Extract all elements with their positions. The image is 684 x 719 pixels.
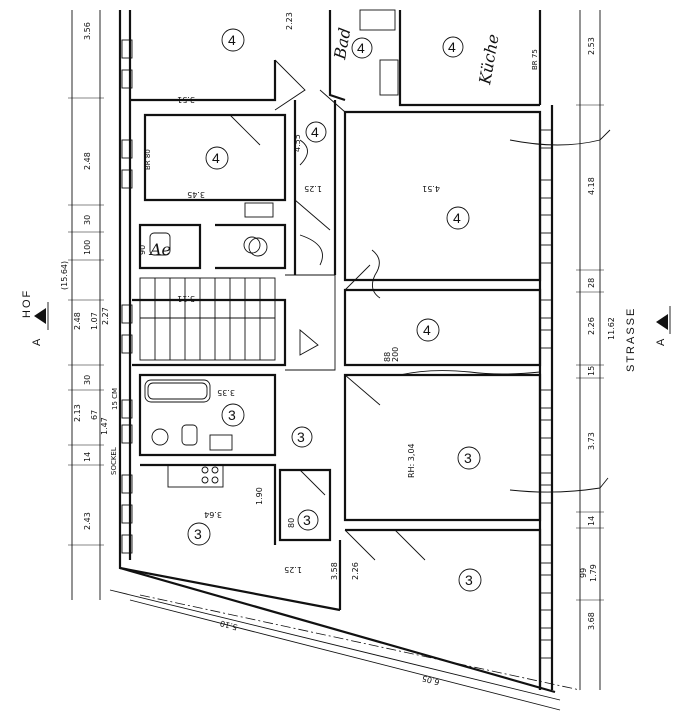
- svg-text:4.51: 4.51: [422, 184, 440, 193]
- svg-text:200: 200: [391, 347, 400, 362]
- svg-text:1.79: 1.79: [589, 564, 598, 582]
- bottom-dimensions: 5.10 6.05: [219, 618, 441, 686]
- room-number: 3: [303, 512, 311, 528]
- room-number: 4: [453, 210, 461, 226]
- section-marker-left: [34, 302, 49, 330]
- room-number-markers: [187, 28, 482, 592]
- svg-text:3.35: 3.35: [217, 388, 235, 397]
- svg-text:3.68: 3.68: [587, 612, 596, 630]
- room-number: 4: [448, 39, 456, 55]
- door-swings: [229, 59, 426, 561]
- svg-text:100: 100: [83, 240, 92, 255]
- svg-text:5.10: 5.10: [219, 618, 239, 631]
- svg-text:1.90: 1.90: [255, 487, 264, 505]
- left-dimensions: 3.56 2.48 (15.64) 30 100 2.48 1.07 2.27 …: [60, 22, 119, 530]
- svg-text:(15.64): (15.64): [60, 261, 69, 290]
- sockel-label: SOCKEL: [110, 447, 118, 475]
- svg-text:15: 15: [587, 366, 596, 376]
- handwritten-note-ae: Ae: [148, 240, 171, 259]
- svg-text:30: 30: [83, 375, 92, 385]
- inner-dimensions: 3.51 2.23 4.55 1.25 3.45 4.51 5.11 3.35 …: [138, 12, 539, 580]
- section-marker-right: [656, 306, 671, 334]
- svg-text:BR 75: BR 75: [531, 49, 539, 70]
- svg-text:14: 14: [587, 516, 596, 526]
- room-height-label: RH: 3,04: [407, 443, 416, 478]
- section-label-left: A: [31, 337, 43, 346]
- svg-text:3.64: 3.64: [204, 510, 222, 519]
- room-number: 3: [297, 429, 305, 445]
- svg-text:2.48: 2.48: [83, 152, 92, 170]
- right-dimensions: 2.53 4.18 28 2.26 11.62 15 3.73 14 99 1.…: [579, 37, 616, 630]
- svg-text:30: 30: [83, 215, 92, 225]
- svg-text:2.43: 2.43: [83, 512, 92, 530]
- svg-text:90: 90: [138, 245, 147, 255]
- svg-text:1.25: 1.25: [284, 565, 302, 574]
- svg-text:3.51: 3.51: [177, 95, 195, 104]
- handwritten-note-bad: Bad: [330, 26, 354, 61]
- svg-text:2.48: 2.48: [73, 312, 82, 330]
- hand-annotations: [299, 129, 611, 493]
- fixtures: [144, 9, 399, 488]
- section-label-right: A: [655, 337, 667, 346]
- svg-text:67: 67: [90, 410, 99, 420]
- svg-text:80: 80: [287, 518, 296, 528]
- svg-text:99: 99: [579, 568, 588, 578]
- room-number: 4: [228, 32, 236, 48]
- staircase: [139, 277, 319, 361]
- room-number: 3: [194, 526, 202, 542]
- room-number: 3: [464, 450, 472, 466]
- svg-text:3.56: 3.56: [83, 22, 92, 40]
- svg-text:2.26: 2.26: [351, 562, 360, 580]
- svg-text:2.26: 2.26: [587, 317, 596, 335]
- room-number: 4: [212, 150, 220, 166]
- dimension-lines: [68, 10, 604, 711]
- svg-text:6.05: 6.05: [421, 673, 441, 686]
- room-number: 3: [228, 407, 236, 423]
- hof-label: HOF: [21, 289, 33, 318]
- svg-text:5.11: 5.11: [177, 294, 195, 303]
- svg-text:1.47: 1.47: [100, 417, 109, 435]
- handwritten-note-kueche: Küche: [475, 33, 503, 87]
- svg-text:2.23: 2.23: [285, 12, 294, 30]
- building-outline: [118, 10, 556, 694]
- room-number: 3: [465, 572, 473, 588]
- svg-text:3.73: 3.73: [587, 432, 596, 450]
- svg-text:1.07: 1.07: [90, 312, 99, 330]
- svg-text:11.62: 11.62: [607, 317, 616, 340]
- room-number: 4: [357, 40, 365, 56]
- svg-text:1.25: 1.25: [304, 184, 322, 193]
- svg-text:2.27: 2.27: [101, 307, 110, 325]
- strasse-label: STRASSE: [625, 307, 637, 372]
- room-number: 4: [311, 124, 319, 140]
- svg-text:28: 28: [587, 278, 596, 288]
- svg-text:2.53: 2.53: [587, 37, 596, 55]
- svg-text:4.18: 4.18: [587, 177, 596, 195]
- svg-text:2.13: 2.13: [73, 404, 82, 422]
- svg-text:88: 88: [383, 352, 392, 362]
- svg-text:BR 80: BR 80: [144, 149, 152, 170]
- svg-text:4.55: 4.55: [293, 134, 302, 152]
- svg-text:3.45: 3.45: [187, 190, 205, 199]
- svg-text:14: 14: [83, 452, 92, 462]
- svg-text:15 CM: 15 CM: [111, 388, 119, 410]
- room-number: 4: [423, 322, 431, 338]
- svg-text:3.58: 3.58: [330, 562, 339, 580]
